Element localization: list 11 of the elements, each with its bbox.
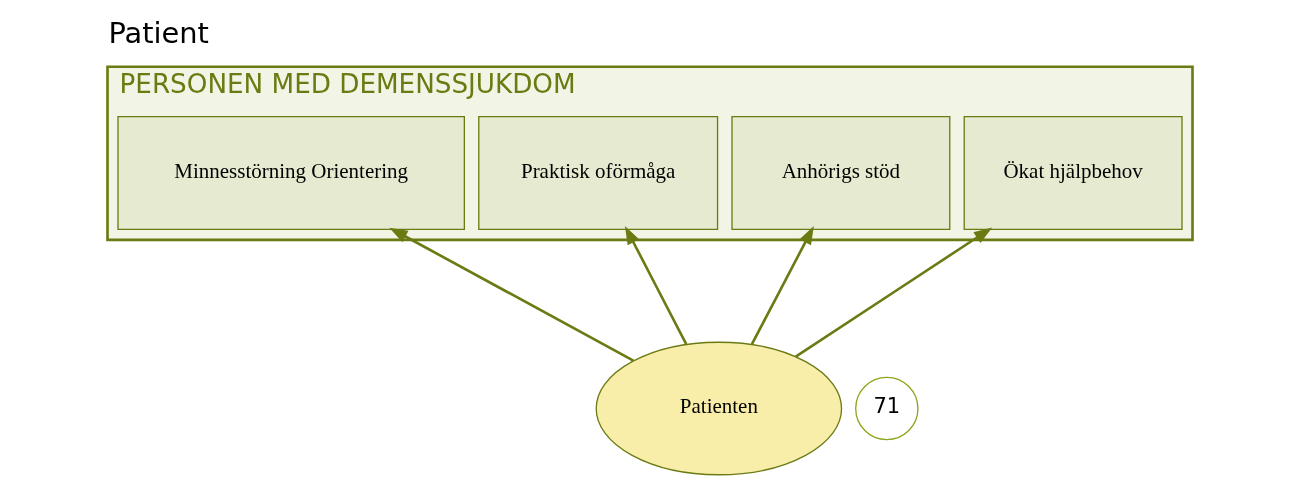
node-box: Minnesstörning Orientering (117, 115, 465, 230)
node-ellipse: Patienten (595, 341, 843, 475)
arrow (795, 226, 993, 358)
node-box: Anhörigs stöd (731, 115, 951, 230)
node-circle: 71 (855, 376, 919, 440)
node-box: Praktisk oförmåga (478, 115, 719, 230)
arrow (624, 225, 688, 345)
arrow (750, 225, 814, 345)
arrow (389, 227, 634, 362)
diagram-title: Patient (108, 15, 209, 50)
node-box: Ökat hjälpbehov (963, 115, 1183, 230)
